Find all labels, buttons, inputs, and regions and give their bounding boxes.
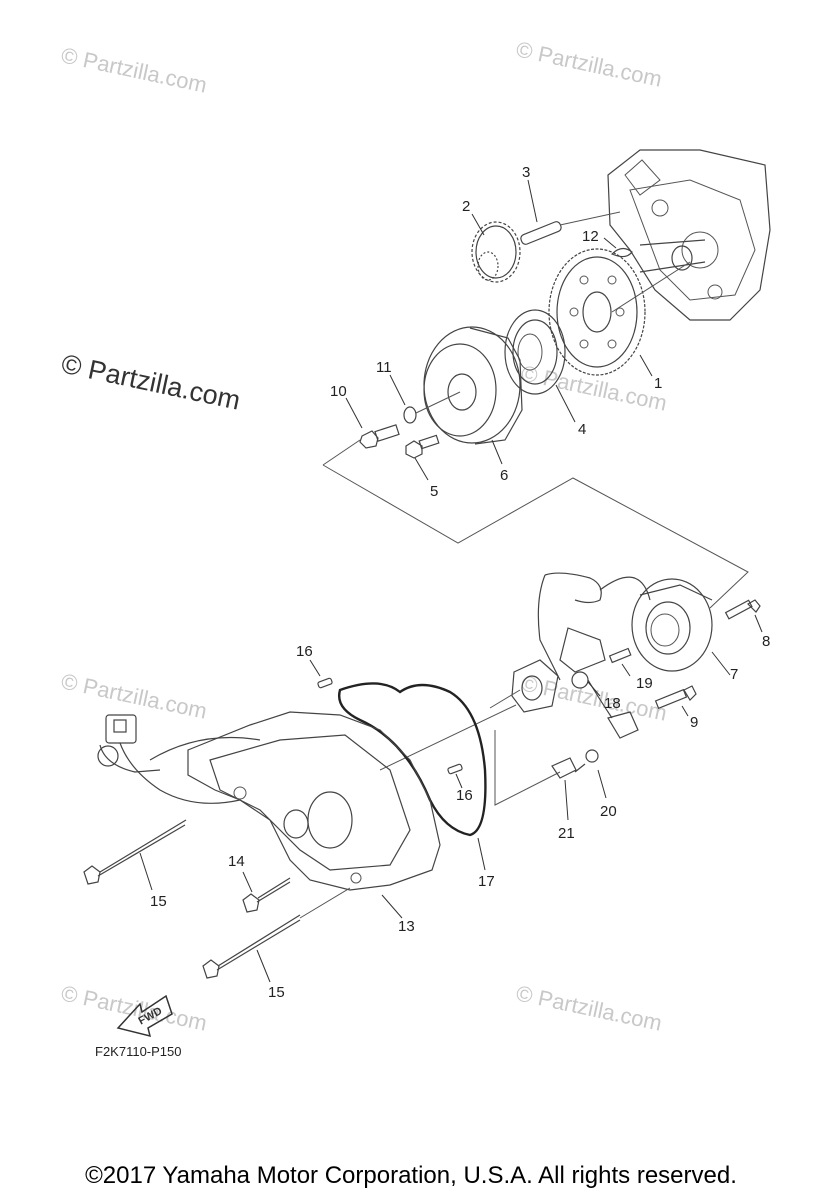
callout-21: 21 xyxy=(558,825,575,842)
callout-8: 8 xyxy=(762,633,770,650)
seal-plate xyxy=(511,659,559,713)
callout-13: 13 xyxy=(398,918,415,935)
callout-17: 17 xyxy=(478,873,495,890)
part-13-crankcase-cover xyxy=(187,711,441,919)
part-15-long-bolt-upper xyxy=(83,819,187,891)
part-17-gasket xyxy=(338,682,487,871)
callout-18: 18 xyxy=(604,695,621,712)
callout-16-top: 16 xyxy=(296,643,313,660)
part-3-pin xyxy=(520,179,621,245)
part-18-grommet xyxy=(571,671,601,697)
copyright-notice: ©2017 Yamaha Motor Corporation, U.S.A. A… xyxy=(85,1162,737,1189)
callout-7: 7 xyxy=(730,666,738,683)
callout-6: 6 xyxy=(500,467,508,484)
shaft-line-2 xyxy=(379,704,517,771)
watermark-mid-right: © Partzilla.com xyxy=(519,360,669,415)
callout-4: 4 xyxy=(578,421,586,438)
callout-19: 19 xyxy=(636,675,653,692)
bracket-line-top-left xyxy=(322,439,361,466)
callout-10: 10 xyxy=(330,383,347,400)
part-10-nut xyxy=(345,397,400,449)
watermark-top-left: © Partzilla.com xyxy=(59,42,209,97)
watermark-bottom-left: © Partzilla.com xyxy=(59,980,209,1035)
callout-labels: 3 2 12 1 11 10 4 6 5 8 16 7 19 18 9 16 2… xyxy=(150,164,770,1001)
diagram-code: F2K7110-P150 xyxy=(95,1044,182,1059)
callout-11: 11 xyxy=(376,359,392,376)
part-15-long-bolt-lower xyxy=(202,887,351,983)
watermark-top-right: © Partzilla.com xyxy=(514,36,664,91)
part-14-bolt xyxy=(242,871,291,913)
wire-harness xyxy=(537,572,651,739)
callout-15-lower: 15 xyxy=(268,984,285,1001)
part-16-dowel-pins xyxy=(309,659,463,789)
part-7-stator xyxy=(631,578,731,676)
callout-14: 14 xyxy=(228,853,245,870)
part-2-gear xyxy=(471,213,521,283)
callout-16-mid: 16 xyxy=(456,787,473,804)
bracket-line-mid xyxy=(494,730,561,806)
callout-3: 3 xyxy=(522,164,530,181)
shaft-line xyxy=(489,689,521,709)
part-8-bolt xyxy=(724,599,763,633)
part-20-screw xyxy=(574,749,607,799)
part-5-bolt xyxy=(405,434,440,481)
callout-1: 1 xyxy=(654,375,662,392)
crankcase-housing xyxy=(607,149,771,321)
callout-2: 2 xyxy=(462,198,470,215)
callout-5: 5 xyxy=(430,483,438,500)
part-6-rotor xyxy=(423,326,523,465)
part-19-bolt xyxy=(608,647,632,677)
part-21-clamp xyxy=(551,757,577,821)
part-4-starter-clutch xyxy=(504,309,576,423)
part-11-washer xyxy=(389,374,461,424)
callout-9: 9 xyxy=(690,714,698,731)
sensor-wiring xyxy=(97,714,261,804)
callout-15-upper: 15 xyxy=(150,893,167,910)
watermark-bottom-right: © Partzilla.com xyxy=(514,980,664,1035)
bracket-line-top xyxy=(322,464,749,609)
forward-direction-arrow: FWD xyxy=(116,994,173,1038)
exploded-parts-diagram: © Partzilla.com © Partzilla.com © Partzi… xyxy=(59,36,771,1059)
callout-12: 12 xyxy=(582,228,599,245)
part-9-bolt xyxy=(654,685,697,717)
callout-20: 20 xyxy=(600,803,617,820)
watermark-mid-left: © Partzilla.com xyxy=(59,349,243,416)
part-1-large-gear xyxy=(548,248,691,377)
